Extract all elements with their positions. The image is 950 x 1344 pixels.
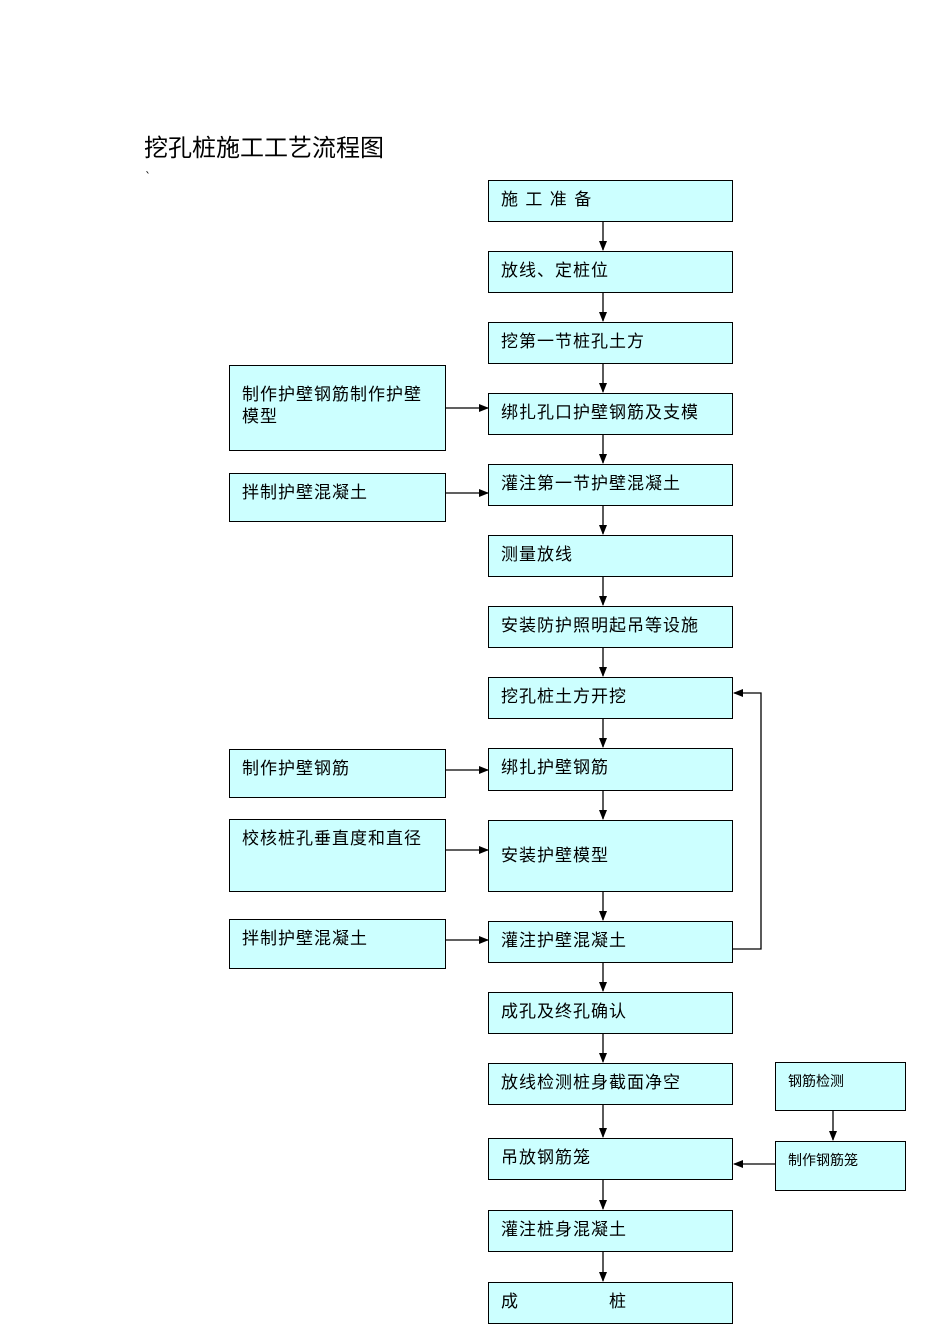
page-title: 挖孔桩施工工艺流程图: [144, 134, 384, 162]
step-excavation: 挖孔桩土方开挖: [488, 677, 733, 719]
side-make-lining-rebar-formwork: 制作护壁钢筋制作护壁模型: [229, 365, 446, 451]
loop-arrow: [732, 689, 762, 950]
step-preparation: 施 工 准 备: [488, 180, 733, 222]
step-lining-concrete: 灌注护壁混凝土: [488, 921, 733, 963]
step-setout-pile-position: 放线、定桩位: [488, 251, 733, 293]
side-check-verticality: 校核桩孔垂直度和直径: [229, 819, 446, 892]
step-section-check: 放线检测桩身截面净空: [488, 1063, 733, 1105]
step-lining-rebar: 绑扎护壁钢筋: [488, 748, 733, 791]
step-install-facilities: 安装防护照明起吊等设施: [488, 606, 733, 648]
side-mix-lining-concrete-2: 拌制护壁混凝土: [229, 919, 446, 969]
step-first-excavation: 挖第一节桩孔土方: [488, 322, 733, 364]
step-lower-cage: 吊放钢筋笼: [488, 1138, 733, 1180]
step-survey: 测量放线: [488, 535, 733, 577]
step-pile-concrete: 灌注桩身混凝土: [488, 1210, 733, 1252]
side-mix-lining-concrete: 拌制护壁混凝土: [229, 473, 446, 522]
right-rebar-inspection: 钢筋检测: [775, 1062, 906, 1111]
step-collar-rebar-formwork: 绑扎孔口护壁钢筋及支模: [488, 393, 733, 435]
step-pile-complete: 成 桩: [488, 1282, 733, 1324]
step-hole-confirmation: 成孔及终孔确认: [488, 992, 733, 1034]
right-make-rebar-cage: 制作钢筋笼: [775, 1141, 906, 1191]
side-make-lining-rebar: 制作护壁钢筋: [229, 749, 446, 798]
stray-mark: `: [145, 170, 151, 184]
step-first-lining-concrete: 灌注第一节护壁混凝土: [488, 464, 733, 506]
step-lining-formwork: 安装护壁模型: [488, 820, 733, 892]
